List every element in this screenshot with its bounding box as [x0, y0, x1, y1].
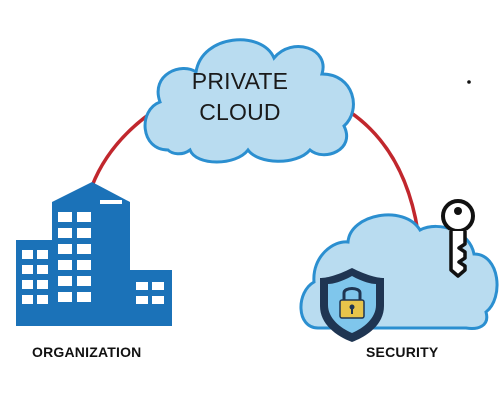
security-caption: SECURITY	[366, 344, 439, 360]
cloud-icon	[143, 38, 355, 164]
key-icon	[441, 199, 475, 278]
organization-caption: ORGANIZATION	[32, 344, 142, 360]
padlock-shield-icon	[320, 268, 384, 342]
cloud-label-line1: PRIVATE	[191, 68, 289, 94]
office-buildings-icon	[16, 182, 172, 326]
decorative-dot	[467, 80, 471, 84]
cloud-label-line2: CLOUD	[199, 99, 281, 125]
private-cloud-label: PRIVATE CLOUD	[170, 66, 310, 128]
connector-arc-right	[349, 110, 420, 233]
